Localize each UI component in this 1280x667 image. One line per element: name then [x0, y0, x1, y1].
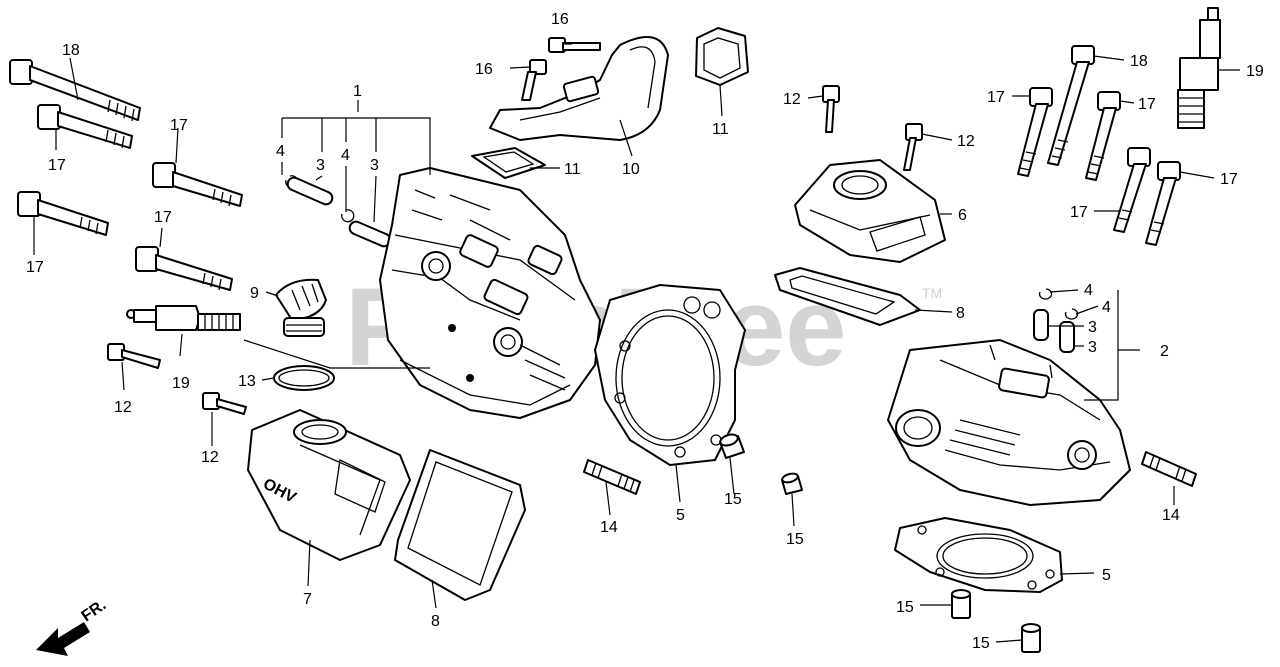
callout-17: 17 [1138, 96, 1156, 113]
callout-19: 19 [172, 375, 190, 392]
callout-15: 15 [724, 491, 742, 508]
bolt-17-right-b[interactable] [1085, 91, 1121, 181]
stud-14-left[interactable] [583, 459, 641, 495]
callout-12: 12 [114, 399, 132, 416]
bolt-12-left-upper[interactable] [107, 343, 161, 369]
callout-18: 18 [1130, 53, 1148, 70]
callout-5: 5 [676, 507, 685, 524]
front-direction-arrow: FR. [36, 597, 109, 656]
exhaust-pipe-10[interactable] [489, 36, 669, 141]
head-gasket-5-left[interactable] [594, 284, 746, 466]
dowel-15-b[interactable] [781, 472, 803, 495]
callout-1: 1 [353, 83, 362, 100]
watermark-trademark: TM [922, 285, 942, 301]
callout-7: 7 [303, 591, 312, 608]
bolt-17-right-a[interactable] [1017, 87, 1053, 177]
callout-15: 15 [972, 635, 990, 652]
callout-17: 17 [170, 117, 188, 134]
leader-lines [33, 43, 1240, 643]
callout-12: 12 [783, 91, 801, 108]
bolt-17-upper-left[interactable] [37, 104, 133, 149]
callout-19: 19 [1246, 63, 1264, 80]
callout-12: 12 [201, 449, 219, 466]
callout-8: 8 [956, 305, 965, 322]
bolt-17-mid[interactable] [152, 162, 243, 207]
pin-3-mid[interactable] [348, 220, 392, 248]
gasket-11-lower[interactable] [471, 147, 546, 179]
o-ring-13[interactable] [273, 365, 335, 391]
bolt-17-lower[interactable] [135, 246, 233, 291]
bolt-17-right-c[interactable] [1113, 147, 1151, 233]
callout-4: 4 [276, 143, 285, 160]
callout-11: 11 [712, 121, 729, 138]
rocker-cover-7[interactable]: OHV [247, 409, 411, 561]
bolt-18-left[interactable] [9, 59, 141, 122]
bolt-12-right-mid[interactable] [903, 123, 923, 171]
bolt-17-right-d[interactable] [1145, 161, 1181, 246]
callout-labels: 18 17 17 17 17 1 4 3 4 3 9 19 12 13 12 7… [26, 11, 1264, 652]
callout-8: 8 [431, 613, 440, 630]
callout-12: 12 [957, 133, 975, 150]
bolt-18-right[interactable] [1047, 45, 1095, 166]
callout-3: 3 [1088, 319, 1097, 336]
bolt-12-left-lower[interactable] [202, 392, 247, 415]
callout-16: 16 [551, 11, 569, 28]
callout-4: 4 [341, 147, 350, 164]
callout-13: 13 [238, 373, 256, 390]
stud-14-right[interactable] [1141, 451, 1197, 487]
pin-3-right-a[interactable] [1033, 309, 1049, 341]
spark-plug-19-left[interactable] [126, 305, 241, 331]
callout-17: 17 [1070, 204, 1088, 221]
bolt-12-right-upper[interactable] [822, 85, 840, 133]
gasket-11-top[interactable] [695, 27, 749, 86]
cylinder-head-2[interactable] [887, 339, 1131, 506]
oil-filler-cap-9[interactable] [275, 278, 327, 337]
callout-2: 2 [1160, 343, 1169, 360]
callout-9: 9 [250, 285, 259, 302]
front-label: FR. [79, 597, 110, 626]
spark-plug-19-right[interactable] [1177, 7, 1221, 129]
dowel-15-c[interactable] [951, 589, 971, 619]
callout-18: 18 [62, 42, 80, 59]
dowel-15-a[interactable] [719, 432, 745, 459]
callout-3: 3 [370, 157, 379, 174]
callout-6: 6 [958, 207, 967, 224]
callout-14: 14 [1162, 507, 1180, 524]
callout-17: 17 [154, 209, 172, 226]
clip-4-right-b[interactable] [1064, 308, 1079, 320]
bolt-16-top[interactable] [548, 37, 601, 53]
callout-17: 17 [1220, 171, 1238, 188]
callout-10: 10 [622, 161, 640, 178]
callout-17: 17 [48, 157, 66, 174]
callout-17: 17 [26, 259, 44, 276]
clip-4-mid[interactable] [341, 209, 355, 223]
bolt-17-left[interactable] [17, 191, 109, 236]
cylinder-head-1[interactable] [379, 167, 601, 419]
pin-3-right-b[interactable] [1059, 321, 1075, 353]
callout-16: 16 [475, 61, 493, 78]
callout-17: 17 [987, 89, 1005, 106]
callout-4: 4 [1102, 299, 1111, 316]
callout-3: 3 [1088, 339, 1097, 356]
gasket-8-left[interactable] [394, 449, 526, 601]
pin-3-left[interactable] [286, 176, 334, 206]
callout-11: 11 [564, 161, 581, 178]
callout-14: 14 [600, 519, 618, 536]
callout-5: 5 [1102, 567, 1111, 584]
callout-4: 4 [1084, 282, 1093, 299]
callout-15: 15 [786, 531, 804, 548]
rocker-cover-6[interactable] [794, 159, 946, 263]
callout-15: 15 [896, 599, 914, 616]
bolt-16-left[interactable] [521, 59, 547, 101]
callout-3: 3 [316, 157, 325, 174]
clip-4-right-a[interactable] [1038, 288, 1053, 300]
head-gasket-5-right[interactable] [894, 517, 1063, 593]
dowel-15-d[interactable] [1021, 623, 1041, 653]
